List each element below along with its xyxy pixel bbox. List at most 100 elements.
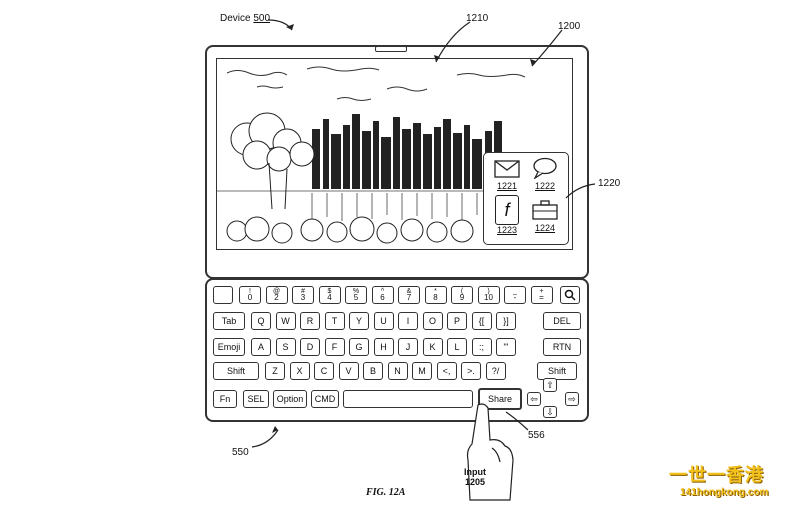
key-option[interactable]: Option <box>273 390 307 408</box>
key-r4-0[interactable]: Shift <box>213 362 259 380</box>
key-num-0[interactable]: !0 <box>239 286 261 304</box>
key-r4-2[interactable]: X <box>289 362 310 380</box>
key-num-9[interactable]: )10 <box>477 286 500 304</box>
key-num-3[interactable]: $4 <box>318 286 341 304</box>
ref-550: 550 <box>232 447 249 458</box>
key-r4-5-label: B <box>369 366 376 376</box>
key-r3-4[interactable]: F <box>324 338 345 356</box>
key-arrow-up[interactable]: ⇧ <box>543 378 557 392</box>
key-num-6[interactable]: &7 <box>398 286 420 304</box>
key-num-7-main: 8 <box>433 293 438 302</box>
key-r2-3[interactable]: R <box>300 312 320 330</box>
key-share[interactable]: Share <box>478 388 522 410</box>
key-num-8-main: 9 <box>459 293 465 302</box>
key-r2-1[interactable]: Q <box>251 312 271 330</box>
key-r3-12[interactable]: RTN <box>543 338 581 356</box>
key-r2-5[interactable]: Y <box>349 312 369 330</box>
key-r2-5-label: Y <box>355 316 362 326</box>
key-r3-9[interactable]: L <box>447 338 467 356</box>
key-search[interactable] <box>560 286 580 304</box>
search-icon <box>564 289 576 301</box>
input-label: Input 1205 <box>464 467 486 487</box>
key-r3-6-label: H <box>380 342 387 352</box>
leader-1200 <box>531 29 563 67</box>
device-label: Device 500 <box>220 13 270 24</box>
key-r4-4-label: V <box>345 366 352 376</box>
key-r2-1-label: Q <box>257 316 265 326</box>
share-facebook-ref: 1223 <box>496 225 518 235</box>
key-num-1[interactable]: @2 <box>265 286 288 304</box>
key-num-9-main: 10 <box>484 293 493 302</box>
share-facebook[interactable]: f 1223 <box>490 195 524 235</box>
key-arrow-left[interactable]: ⇦ <box>527 392 541 406</box>
key-num-0-main: 0 <box>247 293 253 302</box>
key-r4-7[interactable]: M <box>412 362 432 380</box>
key-r2-0[interactable]: Tab <box>213 312 245 330</box>
key-r3-2-label: S <box>282 342 289 352</box>
key-arrow-right[interactable]: ⇨ <box>565 392 579 406</box>
key-r4-1[interactable]: Z <box>265 362 285 380</box>
key-r3-2[interactable]: S <box>275 338 296 356</box>
key-num-5[interactable]: ^6 <box>371 286 394 304</box>
key-r3-0[interactable]: Emoji <box>213 338 245 356</box>
key-r2-4[interactable]: T <box>324 312 345 330</box>
key-r2-11[interactable]: }] <box>496 312 516 330</box>
key-num-8[interactable]: (9 <box>451 286 473 304</box>
key-num-11[interactable]: += <box>530 286 553 304</box>
key-r2-3-label: R <box>306 316 314 326</box>
key-num-10[interactable]: _- <box>504 286 526 304</box>
key-r4-2-label: X <box>296 366 303 376</box>
share-email[interactable]: 1221 <box>490 159 524 191</box>
key-sel[interactable]: SEL <box>243 390 269 408</box>
key-num-4-shift: % <box>352 288 360 295</box>
share-work[interactable]: 1224 <box>528 199 562 233</box>
key-r3-12-label: RTN <box>552 342 572 352</box>
key-num-1-main: 2 <box>274 293 279 302</box>
key-r3-3[interactable]: D <box>300 338 320 356</box>
key-r4-3[interactable]: C <box>314 362 334 380</box>
key-r3-10[interactable]: :; <box>471 338 492 356</box>
key-r3-1[interactable]: A <box>251 338 271 356</box>
key-num-10-shift: _ <box>513 288 517 295</box>
key-num-4[interactable]: %5 <box>345 286 367 304</box>
key-r4-11-label: Shift <box>547 366 566 376</box>
key-space[interactable] <box>343 390 473 408</box>
key-num-5-shift: ^ <box>380 288 385 295</box>
key-r3-9-label: L <box>454 342 460 352</box>
key-r4-4[interactable]: V <box>338 362 359 380</box>
key-num-2[interactable]: #3 <box>292 286 314 304</box>
key-r2-12[interactable]: DEL <box>543 312 581 330</box>
bushes <box>226 216 474 244</box>
key-r3-3-label: D <box>306 342 314 352</box>
key-num-3-main: 4 <box>327 293 332 302</box>
key-num-4-main: 5 <box>353 293 359 302</box>
key-r3-6[interactable]: H <box>373 338 394 356</box>
key-r4-9[interactable]: >. <box>461 362 481 380</box>
pointing-hand <box>466 403 514 501</box>
city-buildings <box>312 114 502 189</box>
key-r4-11[interactable]: Shift <box>537 362 577 380</box>
key-r4-6[interactable]: N <box>387 362 408 380</box>
key-r4-9-label: >. <box>467 366 475 376</box>
key-num-7[interactable]: *8 <box>424 286 447 304</box>
key-r4-5[interactable]: B <box>363 362 383 380</box>
key-r2-7[interactable]: I <box>398 312 418 330</box>
key-r4-8[interactable]: <, <box>436 362 457 380</box>
key-r2-9[interactable]: P <box>447 312 467 330</box>
key-r2-8[interactable]: O <box>422 312 443 330</box>
key-r4-10[interactable]: ?/ <box>485 362 506 380</box>
share-message[interactable]: 1222 <box>528 157 562 191</box>
key-r2-6[interactable]: U <box>373 312 394 330</box>
key-r2-2[interactable]: W <box>275 312 296 330</box>
share-email-ref: 1221 <box>496 181 518 191</box>
key-r3-11[interactable]: "' <box>496 338 516 356</box>
key-arrow-down[interactable]: ⇩ <box>543 406 557 418</box>
key-fn[interactable]: Fn <box>213 390 237 408</box>
key-cmd[interactable]: CMD <box>311 390 339 408</box>
key-blank[interactable] <box>213 286 233 304</box>
key-r3-7[interactable]: J <box>398 338 418 356</box>
key-r3-8[interactable]: K <box>422 338 443 356</box>
key-r2-10[interactable]: {[ <box>471 312 492 330</box>
key-r3-5[interactable]: G <box>349 338 369 356</box>
